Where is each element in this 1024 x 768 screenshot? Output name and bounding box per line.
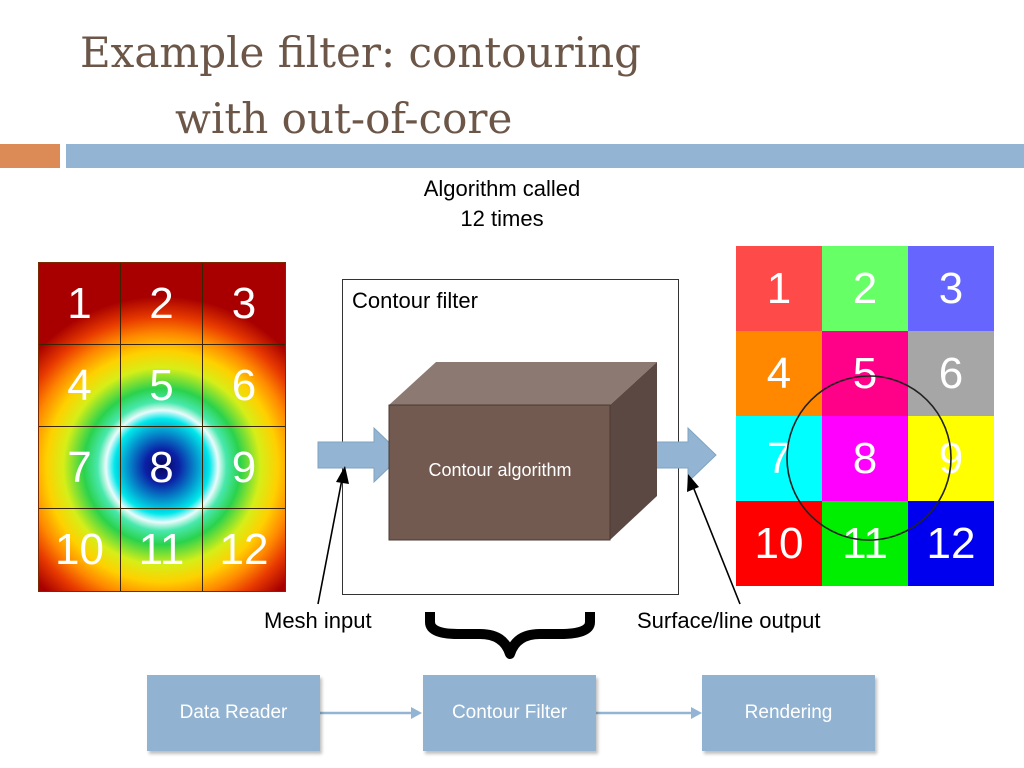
input-cell-8: 8 (121, 427, 203, 509)
input-cell-1: 1 (39, 263, 121, 345)
title-line-2: with out-of-core (175, 94, 513, 143)
output-grid: 1 2 3 4 5 6 7 8 9 10 11 12 (736, 246, 994, 586)
output-cell-7: 7 (736, 416, 822, 501)
input-cell-5: 5 (121, 345, 203, 427)
input-cell-12: 12 (219, 525, 269, 574)
output-cell-8: 8 (822, 416, 908, 501)
contour-filter-box (342, 279, 679, 595)
output-cell-3: 3 (908, 246, 994, 331)
input-cell-7: 7 (39, 427, 121, 509)
accent-bar-orange (0, 144, 60, 168)
input-cell-3: 3 (203, 263, 285, 345)
output-cell-12: 12 (908, 501, 994, 586)
mesh-input-pointer (317, 466, 349, 605)
output-cell-11: 11 (822, 501, 908, 586)
surface-output-pointer (687, 474, 741, 605)
input-arrow (317, 426, 403, 484)
pipeline-contour-filter: Contour Filter (423, 675, 596, 751)
accent-bar-blue (66, 144, 1024, 168)
pipeline-rendering: Rendering (702, 675, 875, 751)
algorithm-called-line-1: Algorithm called (423, 176, 581, 201)
input-mesh-grid: 1 2 3 4 5 6 7 8 9 10 11 12 (38, 262, 286, 592)
pipeline-connector-1 (320, 707, 422, 719)
contour-filter-label: Contour filter (352, 288, 478, 313)
contour-algorithm-label: Contour algorithm (428, 460, 572, 480)
output-cell-2: 2 (822, 246, 908, 331)
pipeline-data-reader: Data Reader (147, 675, 320, 751)
output-cell-1: 1 (736, 246, 822, 331)
title-line-1: Example filter: contouring (80, 28, 642, 77)
algorithm-called-line-2: 12 times (460, 206, 544, 231)
input-cell-4: 4 (39, 345, 121, 427)
input-cell-11: 11 (121, 509, 203, 591)
output-cell-4: 4 (736, 331, 822, 416)
output-cell-9: 9 (908, 416, 994, 501)
mesh-input-label: Mesh input (264, 608, 372, 633)
pipeline-connector-2 (596, 707, 702, 719)
input-cell-6: 6 (203, 345, 285, 427)
algorithm-called-note: Algorithm called 12 times (392, 174, 612, 234)
output-cell-10: 10 (736, 501, 822, 586)
output-cell-5: 5 (822, 331, 908, 416)
output-cell-6: 6 (908, 331, 994, 416)
filter-brace (425, 612, 595, 659)
input-cell-9: 9 (203, 427, 285, 509)
contour-algorithm-cube (388, 362, 657, 541)
input-cell-2: 2 (121, 263, 203, 345)
contour-circle (786, 375, 952, 541)
input-cell-10: 10 (39, 509, 121, 591)
surface-output-label: Surface/line output (637, 608, 821, 633)
